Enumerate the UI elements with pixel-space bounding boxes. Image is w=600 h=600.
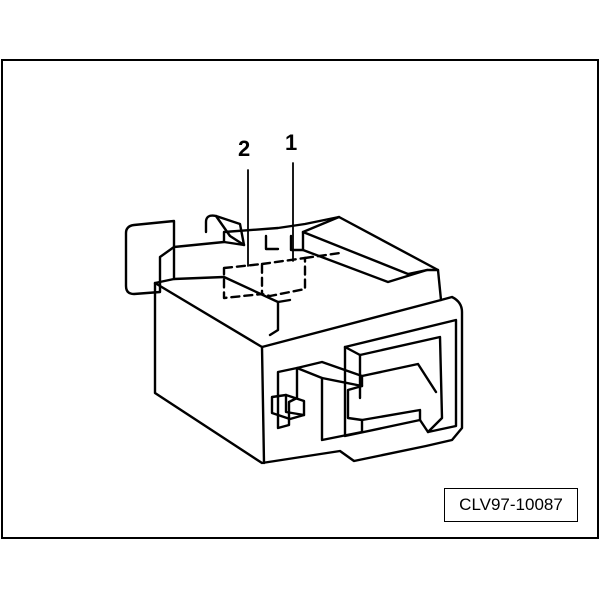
- pin-1-label: 1: [285, 130, 297, 155]
- figure-id-label: CLV97-10087: [444, 488, 578, 522]
- pin-2-label: 2: [238, 136, 250, 161]
- connector-housing: [153, 215, 464, 465]
- terminal-tab-edge: [284, 393, 306, 417]
- pin-1-marker: [260, 256, 307, 298]
- key-block-front: [320, 376, 364, 388]
- locking-ramp-slot: [264, 234, 280, 251]
- latch-block: [204, 214, 246, 247]
- socket-inner-floor: [343, 335, 444, 434]
- locking-ramp-rail: [301, 230, 440, 276]
- housing-step-side: [276, 298, 292, 304]
- connector-rear-flange: [124, 219, 176, 296]
- pin-marker-top-line: [303, 251, 342, 260]
- locking-ramp-inner: [301, 248, 429, 284]
- illustration-frame: [1, 59, 599, 539]
- housing-top-front-edge: [153, 281, 266, 465]
- key-block-step: [360, 408, 422, 422]
- key-block: [295, 360, 364, 442]
- pin-markers: [222, 251, 342, 300]
- key-block-rail: [360, 362, 438, 394]
- latch-block-top: [214, 214, 246, 247]
- housing-top-right-edge: [260, 298, 443, 349]
